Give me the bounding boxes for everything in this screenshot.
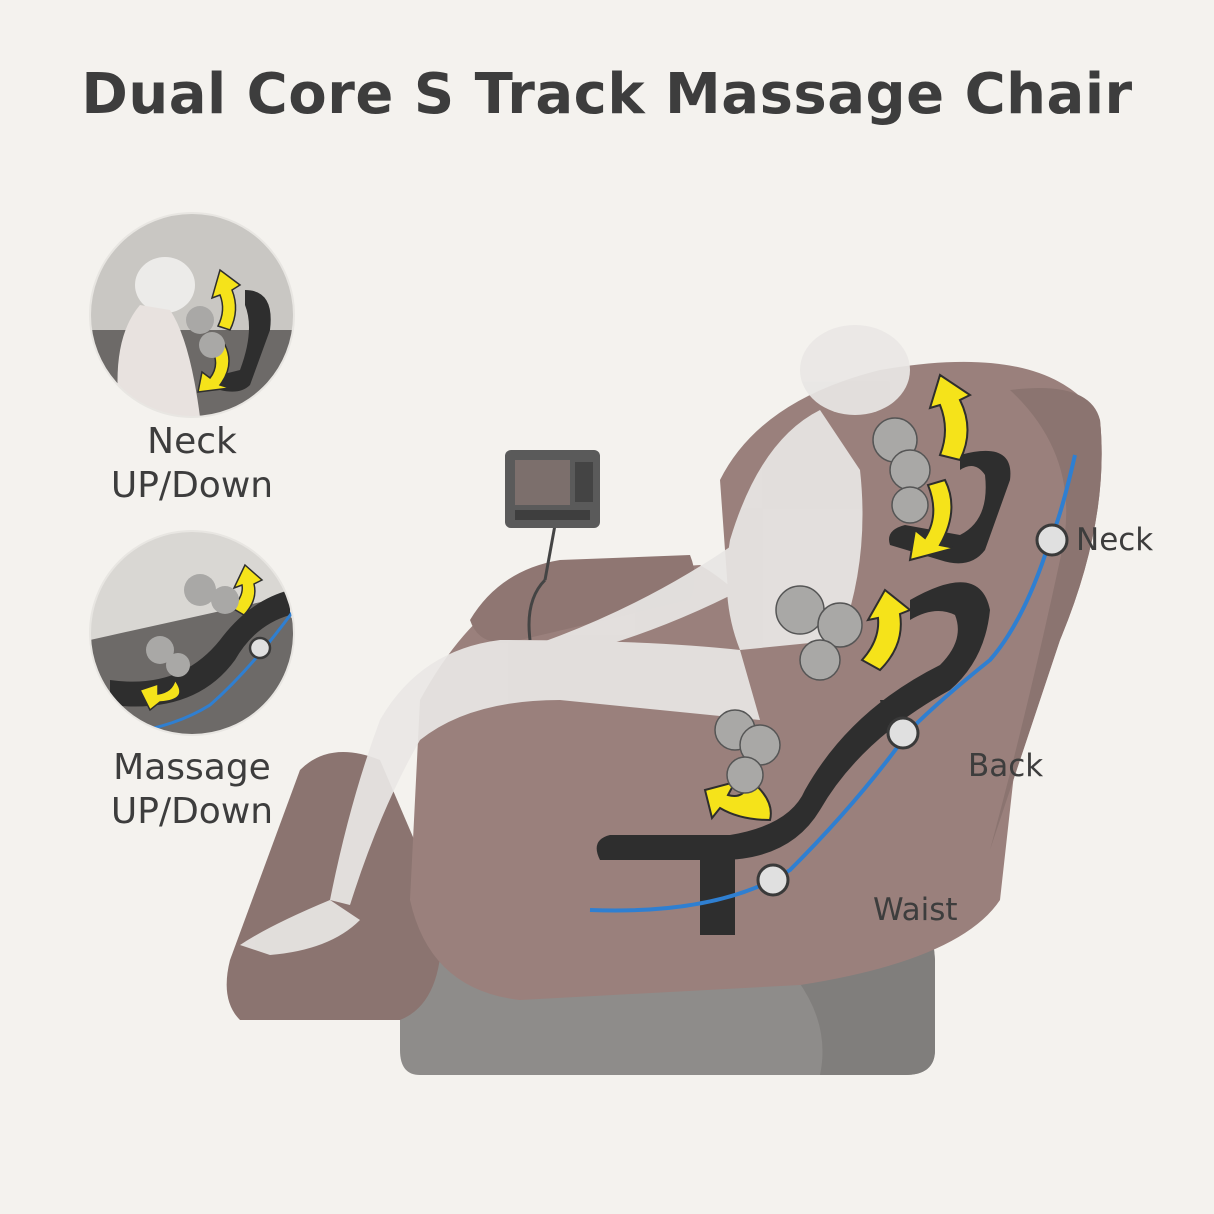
label-waist: Waist [873,892,958,928]
chair-armrest [470,555,695,643]
neck-node [1035,523,1069,557]
chair-backrest-edge [990,388,1102,850]
caption-line: UP/Down [110,791,274,832]
neck-inset-caption: Neck UP/Down [82,420,302,508]
label-back: Back [968,748,1044,784]
massage-rollers [714,417,931,794]
back-node [886,716,920,750]
seated-figure [240,325,910,955]
label-neck: Neck [1076,522,1154,558]
waist-node [756,863,790,897]
massage-inset [90,531,294,735]
remote-control [505,450,600,641]
caption-line: Massage [113,747,271,788]
caption-line: Neck [147,421,237,462]
caption-line: UP/Down [110,465,274,506]
neck-inset [90,213,294,417]
massage-inset-caption: Massage UP/Down [82,746,302,834]
page-title: Dual Core S Track Massage Chair [81,62,1133,127]
